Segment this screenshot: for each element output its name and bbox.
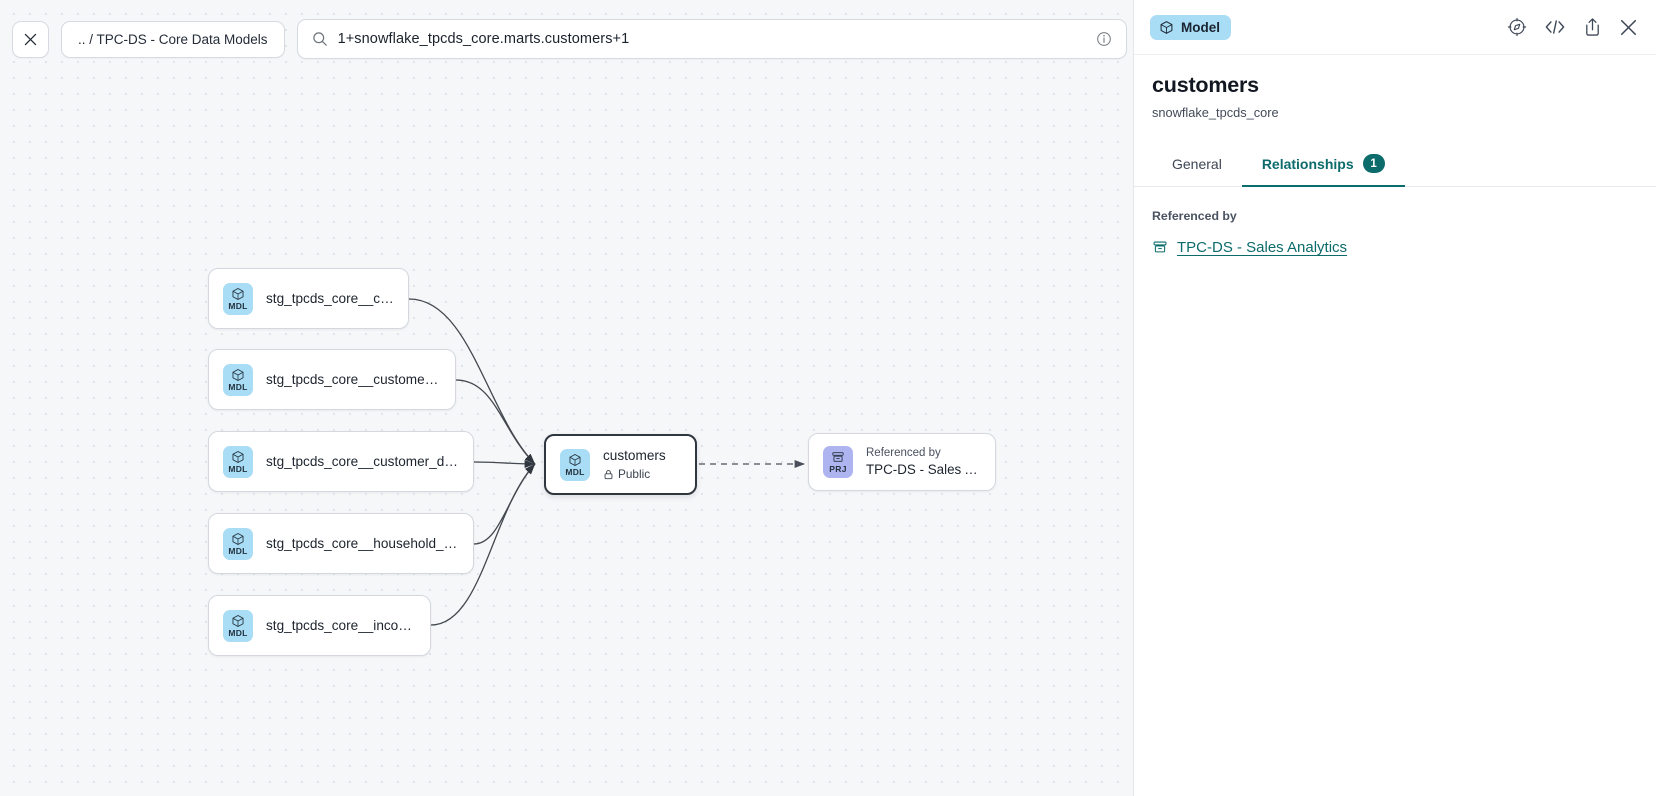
breadcrumb[interactable]: .. / TPC-DS - Core Data Models	[61, 20, 285, 58]
node-text: stg_tpcds_core__income_band	[266, 617, 416, 635]
node-title: stg_tpcds_core__household_demogr…	[266, 535, 459, 551]
lineage-node-sales-analytics[interactable]: PRJ Referenced by TPC-DS - Sales Analyti…	[808, 433, 996, 491]
details-panel: Model	[1133, 0, 1656, 796]
lineage-canvas[interactable]: .. / TPC-DS - Core Data Models	[0, 0, 1133, 796]
model-badge-label: MDL	[565, 466, 585, 477]
referenced-by-label: Referenced by	[1152, 209, 1237, 223]
share-icon[interactable]	[1583, 17, 1602, 37]
node-title: customers	[603, 448, 666, 463]
node-text: stg_tpcds_core__customer	[266, 290, 394, 308]
lock-icon	[604, 469, 613, 479]
entity-kind-label: Model	[1181, 19, 1220, 35]
cube-icon	[569, 453, 581, 466]
lineage-node-stg-customer[interactable]: MDL stg_tpcds_core__customer	[208, 268, 409, 329]
model-badge-label: MDL	[228, 545, 248, 556]
lineage-node-stg-customer-demographics[interactable]: MDL stg_tpcds_core__customer_demogra…	[208, 431, 474, 492]
panel-toolbar: Model	[1134, 0, 1656, 55]
lineage-node-stg-income-band[interactable]: MDL stg_tpcds_core__income_band	[208, 595, 431, 656]
cube-icon	[232, 532, 244, 545]
node-title: stg_tpcds_core__customer	[266, 290, 394, 306]
canvas-toolbar: .. / TPC-DS - Core Data Models	[12, 19, 1133, 59]
lineage-nodes: MDL stg_tpcds_core__customer MDL stg_tpc…	[208, 268, 996, 656]
tab-general-label: General	[1172, 155, 1222, 172]
close-icon[interactable]	[1619, 18, 1638, 37]
search-icon	[312, 31, 328, 47]
tab-general[interactable]: General	[1152, 144, 1242, 187]
model-badge: MDL	[223, 527, 253, 560]
project-badge: PRJ	[823, 446, 853, 478]
model-badge: MDL	[223, 445, 253, 478]
reference-link-label: TPC-DS - Sales Analytics	[1177, 239, 1348, 256]
explore-icon[interactable]	[1507, 17, 1527, 37]
model-badge-label: MDL	[228, 300, 248, 311]
project-badge-label: PRJ	[829, 463, 847, 474]
model-badge: MDL	[223, 282, 253, 315]
tab-relationships[interactable]: Relationships 1	[1241, 144, 1405, 187]
node-title: TPC-DS - Sales Analytics	[866, 461, 981, 477]
code-icon[interactable]	[1544, 18, 1566, 36]
entity-kind-badge[interactable]: Model	[1150, 14, 1231, 40]
search-input[interactable]	[337, 31, 1086, 47]
cube-icon	[232, 450, 244, 463]
model-badge-label: MDL	[228, 463, 248, 474]
node-title: stg_tpcds_core__customer_address	[266, 371, 441, 387]
node-title: stg_tpcds_core__customer_demogra…	[266, 453, 459, 469]
search-box[interactable]	[296, 19, 1127, 59]
node-text: stg_tpcds_core__customer_address	[266, 371, 441, 389]
model-badge-label: MDL	[228, 627, 248, 638]
model-badge: MDL	[223, 363, 253, 396]
info-circle-icon[interactable]	[1096, 31, 1112, 47]
cube-icon	[1160, 20, 1173, 34]
node-text: stg_tpcds_core__household_demogr…	[266, 535, 459, 553]
page-title: customers	[1152, 73, 1259, 97]
node-title: stg_tpcds_core__income_band	[266, 617, 416, 633]
panel-header: customers snowflake_tpcds_core	[1134, 55, 1656, 120]
node-text: stg_tpcds_core__customer_demogra…	[266, 453, 459, 471]
panel-actions	[1507, 17, 1638, 37]
tab-relationships-label: Relationships	[1261, 155, 1354, 172]
panel-content: Referenced by TPC-DS - Sales Analytics	[1134, 187, 1656, 796]
lineage-node-stg-customer-address[interactable]: MDL stg_tpcds_core__customer_address	[208, 349, 456, 410]
breadcrumb-label: .. / TPC-DS - Core Data Models	[78, 31, 268, 47]
close-lineage-button[interactable]	[12, 20, 49, 58]
status-badge: 1	[1362, 154, 1385, 173]
lineage-node-customers[interactable]: MDL customers Public	[544, 434, 697, 495]
node-visibility: Public	[603, 466, 666, 482]
node-kicker: Referenced by	[866, 446, 941, 459]
lineage-node-stg-household-demographics[interactable]: MDL stg_tpcds_core__household_demogr…	[208, 513, 474, 574]
reference-link-sales-analytics[interactable]: TPC-DS - Sales Analytics	[1152, 239, 1347, 256]
cube-icon	[232, 614, 244, 627]
panel-subtitle: snowflake_tpcds_core	[1152, 105, 1279, 120]
model-badge-label: MDL	[228, 381, 248, 392]
close-icon	[24, 33, 37, 45]
model-badge: MDL	[223, 609, 253, 642]
panel-tabs: General Relationships 1	[1134, 144, 1656, 187]
model-badge: MDL	[560, 448, 590, 481]
cube-icon	[232, 368, 244, 381]
cube-icon	[232, 287, 244, 300]
node-visibility-label: Public	[618, 467, 651, 481]
node-text: Referenced by TPC-DS - Sales Analytics	[866, 446, 981, 479]
project-icon	[1153, 241, 1167, 253]
project-icon	[832, 451, 844, 462]
node-text: customers Public	[603, 447, 666, 482]
